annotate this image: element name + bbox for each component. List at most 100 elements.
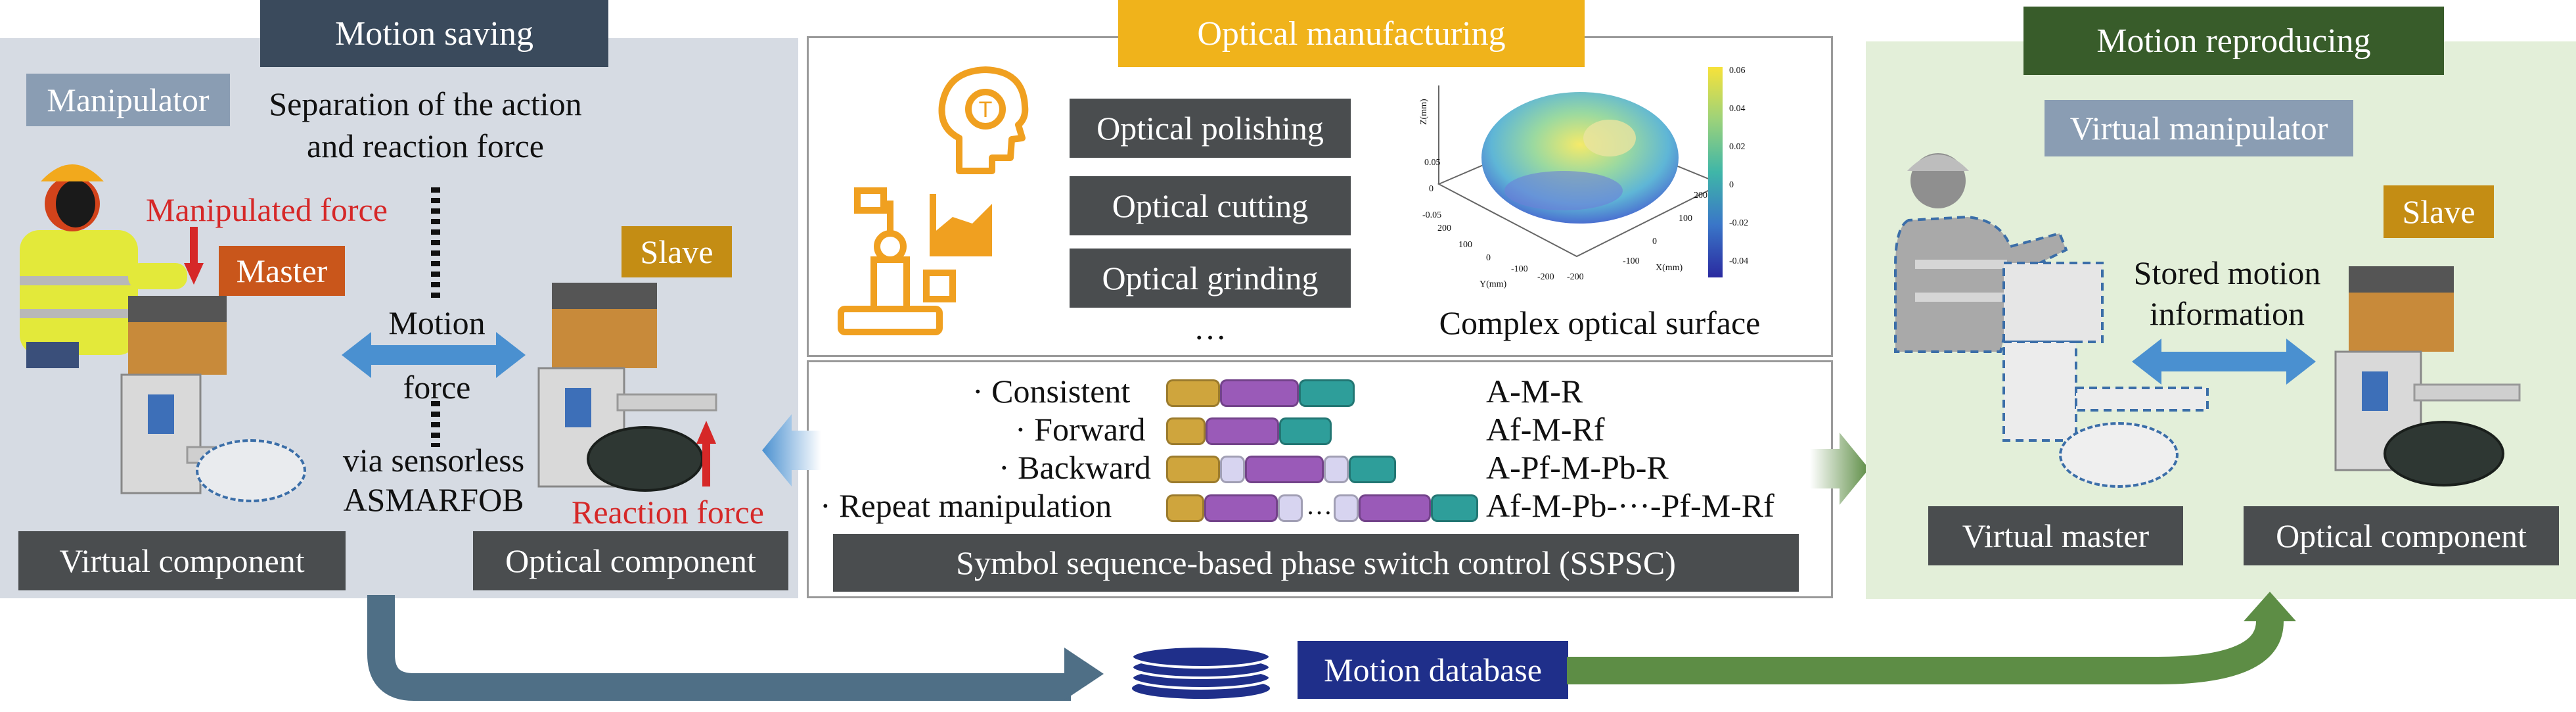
process-optical-grinding: Optical grinding [1070,249,1351,308]
database-icon [1131,645,1271,699]
colorbar-tick-1: 0.06 [1729,66,1746,76]
seq-bar [1349,456,1396,483]
surface-colorbar [1708,67,1723,277]
colorbar-tick-3: 0.02 [1729,142,1746,152]
seq-code-consistent: A-M-R [1486,373,1583,410]
seq-bar [1220,456,1245,483]
arrow-to-right-panel [1810,433,1869,505]
process-optical-polishing: Optical polishing [1070,99,1351,158]
y-tick-4: -100 [1511,264,1528,274]
seq-bar [1359,494,1431,522]
virtual-component-illustration [196,439,306,502]
virtual-master-label: Virtual master [1928,506,2183,565]
colorbar-tick-6: -0.04 [1729,256,1749,266]
stored-motion-text: Stored motion information [2096,252,2359,334]
motion-database-label: Motion database [1298,641,1568,699]
virtual-manipulator-label: Virtual manipulator [2045,100,2353,156]
x-tick-5: 200 [1694,191,1707,201]
stored-line-2: information [2149,295,2305,332]
flow-arrow-from-database [1567,592,2296,684]
slave-label-left: Slave [621,226,732,277]
virtual-component-label: Virtual component [18,531,346,590]
seq-bar [1279,417,1332,445]
separation-line-1: Separation of the action [269,85,582,122]
slave-device-right-illustration [2334,266,2521,471]
optical-component-illustration [587,426,704,492]
virtual-manipulator-illustration [1894,153,2068,353]
seq-bar [1204,494,1278,522]
seq-label-consistent: · Consistent [972,373,1131,410]
z-tick-3: -0.05 [1422,210,1442,220]
motion-saving-title: Motion saving [260,0,608,67]
separation-text: Separation of the action and reaction fo… [260,83,591,167]
colorbar-tick-2: 0.04 [1729,104,1746,114]
seq-bar [1334,494,1359,522]
manipulator-illustration [20,164,187,368]
process-optical-cutting: Optical cutting [1070,176,1351,235]
seq-bar [1206,417,1279,445]
flow-arrow-to-database [367,595,1104,701]
separation-divider-top [431,187,440,299]
manipulated-force-arrow [184,227,204,285]
seq-bar [1166,379,1220,407]
master-label: Master [219,246,345,296]
separation-line-2: and reaction force [307,128,544,164]
reaction-force-arrow [696,421,716,487]
x-axis-label: X(mm) [1656,263,1683,273]
factory-robot-icon [838,187,956,335]
y-tick-5: -200 [1537,272,1554,282]
seq-bar [1278,494,1303,522]
motion-label: Motion [388,304,486,341]
sspsc-label: Symbol sequence-based phase switch contr… [833,534,1799,592]
seq-label-forward: · Forward [1015,411,1146,448]
x-tick-3: 0 [1652,237,1657,247]
master-device-illustration [120,296,287,494]
optical-component-right-illustration [2384,421,2504,487]
y-tick-1: 200 [1437,224,1451,233]
svg-text:T: T [979,97,993,122]
seq-bar [1299,379,1355,407]
arrow-to-left-panel [762,414,821,487]
seq-bar [1166,456,1220,483]
z-tick-2: 0 [1429,184,1434,194]
process-more: … [1194,310,1227,346]
seq-bar [1431,494,1478,522]
y-tick-3: 0 [1486,253,1491,263]
slave-label-right: Slave [2384,185,2494,238]
seq-bar [1220,379,1299,407]
via-line-2: ASMARFOB [343,481,524,518]
manipulator-label: Manipulator [26,74,230,126]
z-tick-1: 0.05 [1424,158,1441,168]
motion-double-arrow [342,332,526,378]
surface-caption: Complex optical surface [1439,304,1761,341]
seq-bar [1166,417,1206,445]
colorbar-tick-5: -0.02 [1729,218,1749,228]
x-tick-4: 100 [1679,214,1692,224]
separation-divider-bottom [431,401,440,447]
optical-component-label-right: Optical component [2244,506,2559,565]
y-tick-2: 100 [1458,240,1472,250]
optical-manufacturing-title: Optical manufacturing [1118,0,1585,67]
seq-bar [1324,456,1349,483]
via-sensorless-text: via sensorless ASMARFOB [309,440,558,519]
chart-icon [930,194,992,256]
seq-bar [1245,456,1324,483]
seq-bar [1166,494,1204,522]
virtual-master-illustration [2002,262,2209,442]
seq-code-repeat: Af-M-Pb-···-Pf-M-Rf [1486,487,1774,524]
virtual-optical-component-illustration [2059,422,2179,488]
brain-gear-icon: T [938,66,1029,174]
stored-line-1: Stored motion [2133,254,2321,291]
manipulated-force-label: Manipulated force [146,191,388,228]
optical-component-label-left: Optical component [473,531,788,590]
reaction-force-label: Reaction force [572,494,764,531]
colorbar-tick-4: 0 [1729,180,1734,190]
force-label: force [403,369,471,406]
seq-label-repeat: · Repeat manipulation [820,487,1112,524]
x-tick-2: -100 [1623,256,1640,266]
motion-reproducing-title: Motion reproducing [2023,7,2444,75]
stored-motion-double-arrow [2132,339,2316,385]
seq-code-backward: A-Pf-M-Pb-R [1486,449,1669,486]
x-tick-1: -200 [1567,272,1584,282]
seq-ellipsis: … [1306,490,1332,520]
